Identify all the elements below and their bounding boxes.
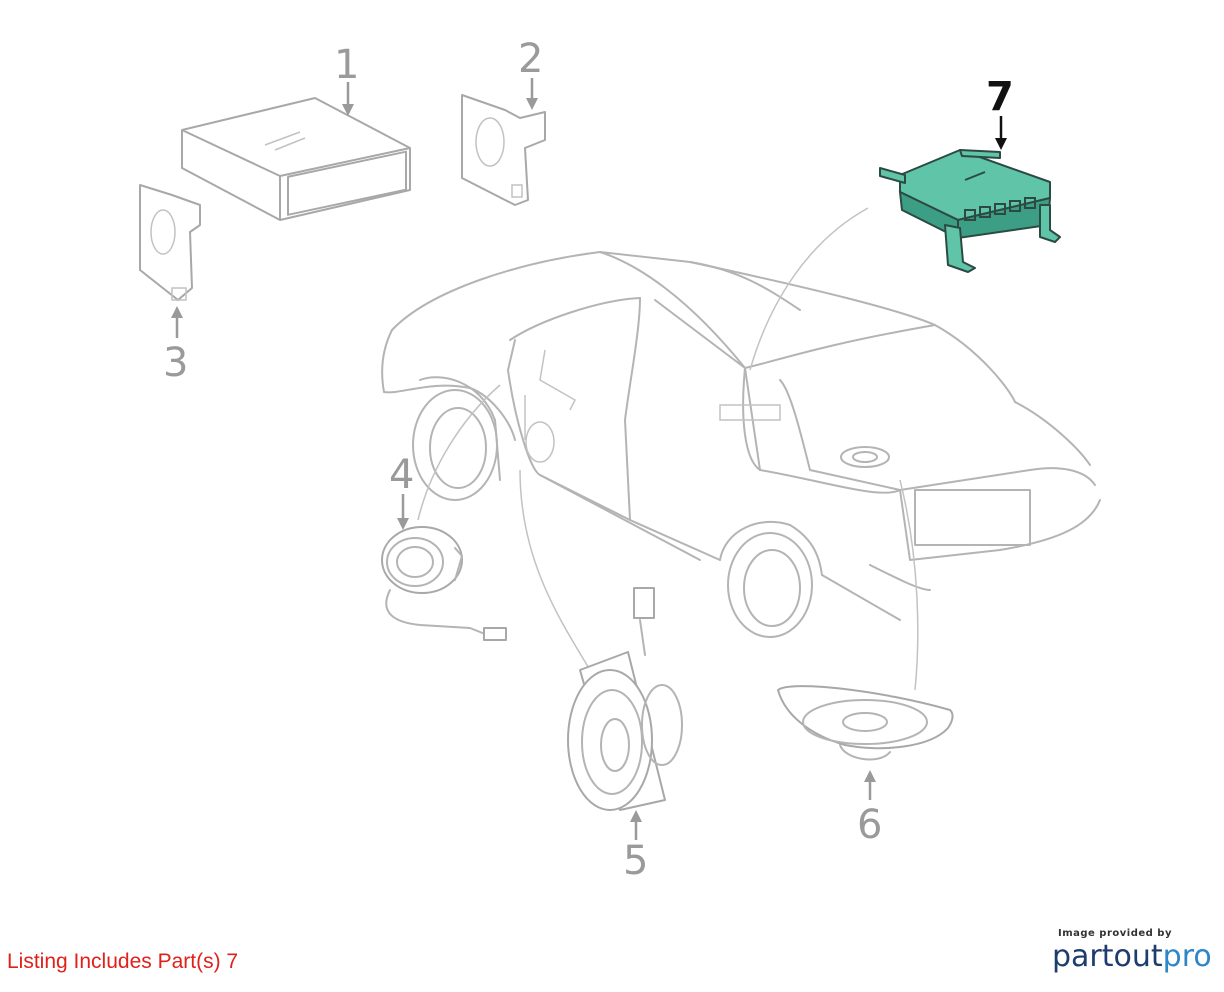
callout-2: 2 [518,36,543,110]
callout-number: 2 [518,36,543,82]
callout-number-highlighted: 7 [986,74,1014,120]
callout-number: 4 [389,452,414,498]
credit-caption: Image provided by [1058,928,1172,939]
car-illustration [381,251,1101,638]
callout-number: 5 [623,838,648,884]
front-door-speaker-part [567,587,683,811]
rear-shelf-speaker-part [777,685,954,761]
radio-receiver-part [181,97,411,221]
radio-bracket-right-part [461,94,546,206]
callout-number: 1 [334,42,359,88]
amplifier-part [879,149,1061,273]
tweeter-speaker-part [381,526,507,641]
callout-5: 5 [623,810,648,884]
image-credit: Image provided by partoutpro [1052,928,1212,975]
listing-note: Listing Includes Part(s) 7 [7,950,239,973]
callout-number: 3 [163,340,188,386]
callout-4: 4 [389,452,414,530]
brand-part2: pro [1162,939,1212,974]
leader-lines [417,207,919,691]
callout-7: 7 [986,74,1014,150]
partoutpro-logo: partoutpro [1052,939,1212,975]
callout-3: 3 [163,306,188,386]
callout-1: 1 [334,42,359,116]
callout-6: 6 [857,770,882,848]
brand-part1: partout [1052,939,1163,974]
callout-number: 6 [857,802,882,848]
radio-bracket-left-part [139,184,201,301]
